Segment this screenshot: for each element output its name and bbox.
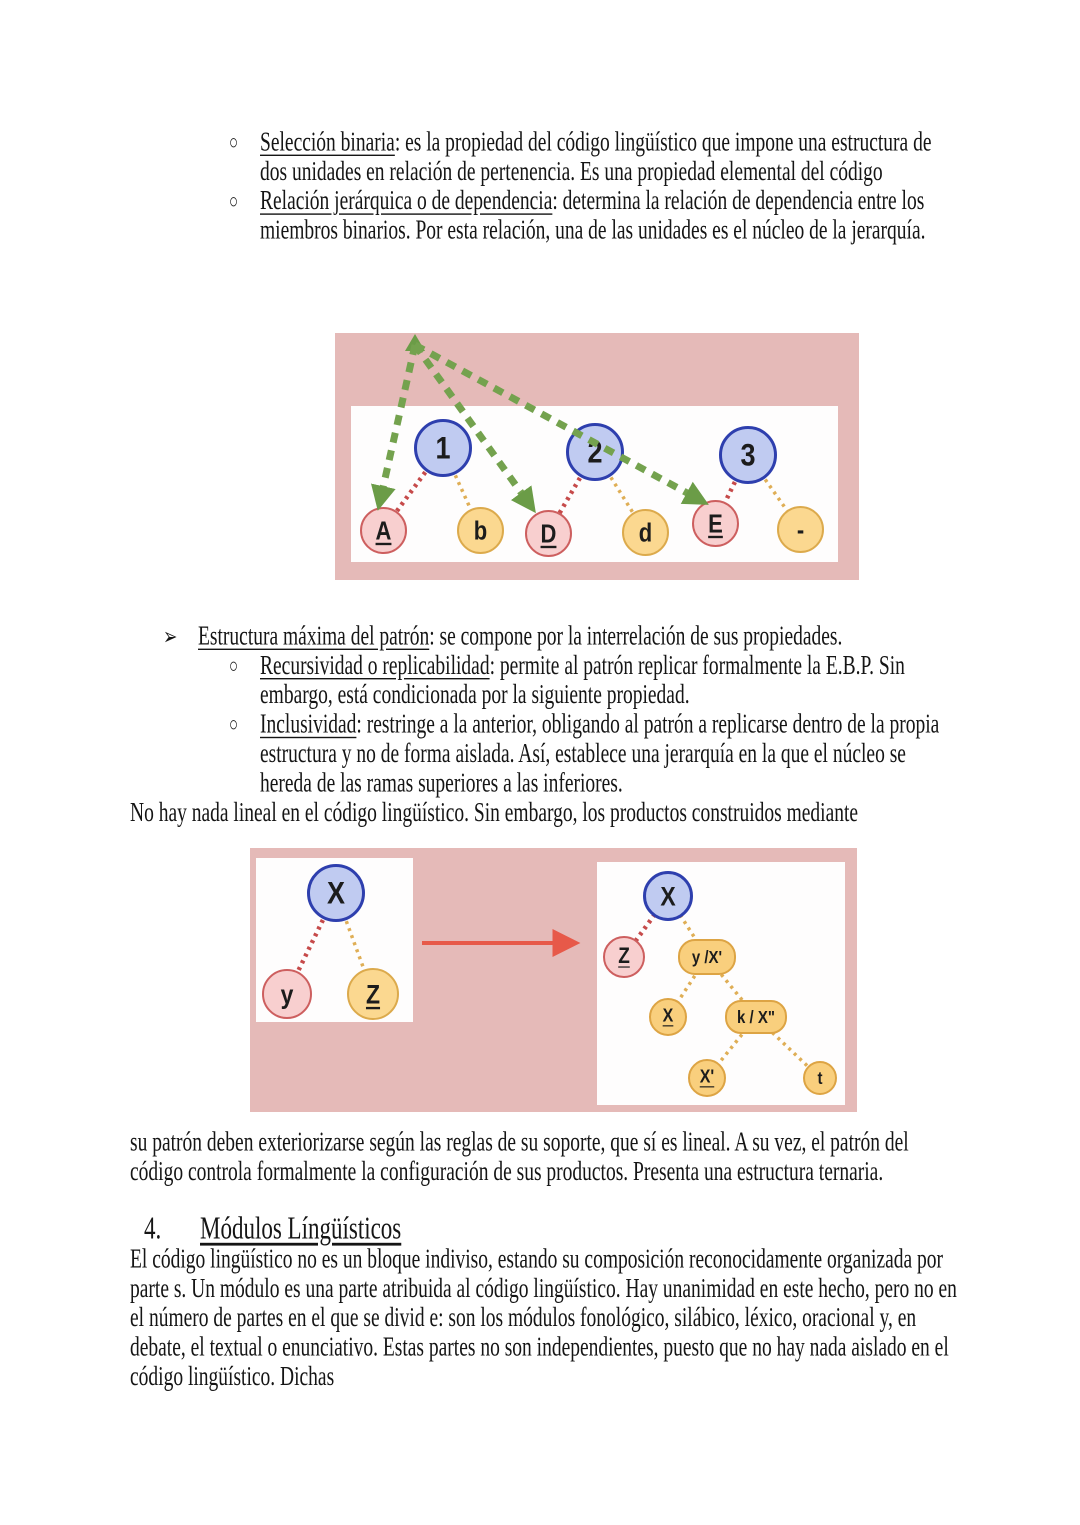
right-tree-node-X1: X' bbox=[688, 1059, 726, 1097]
tree-node-3: 3 bbox=[719, 426, 777, 484]
support-paragraph-section: su patrón deben exteriorizarse según las… bbox=[130, 1128, 960, 1187]
list-item: ○ Relación jerárquica o de dependencia: … bbox=[130, 187, 960, 246]
list-item-text: Recursividad o replicabilidad: permite a… bbox=[260, 651, 970, 710]
list-item-text: Relación jerárquica o de dependencia: de… bbox=[260, 187, 962, 246]
paragraph: El código lingüístico no es un bloque in… bbox=[130, 1245, 957, 1392]
node-label: y /X' bbox=[691, 946, 723, 968]
node-label: d bbox=[638, 517, 653, 547]
node-label: 3 bbox=[740, 436, 756, 473]
node-label: X bbox=[662, 1006, 674, 1027]
term-inclusividad: Inclusividad bbox=[260, 710, 357, 740]
heading-title: Módulos Língüísticos bbox=[200, 1210, 402, 1246]
arrow-bullet-icon: ➢ bbox=[163, 623, 178, 650]
node-label: E bbox=[708, 508, 723, 538]
heading-number: 4. bbox=[144, 1210, 162, 1246]
right-tree-node-kX2: k / X" bbox=[725, 1000, 787, 1034]
right-tree-node-yX1: y /X' bbox=[678, 939, 736, 975]
list-item-text: Selección binaria: es la propiedad del c… bbox=[260, 128, 962, 187]
node-label: X bbox=[660, 880, 676, 911]
node-label: y bbox=[280, 978, 294, 1009]
xbar-projection-diagram: X y Z X Z y /X' X k / X" X' t bbox=[250, 848, 857, 1112]
node-label: 1 bbox=[435, 429, 451, 466]
term-definition: : es la propiedad del código lingüístico… bbox=[260, 128, 932, 187]
tree-node-1: 1 bbox=[414, 419, 472, 477]
tree-node-b: b bbox=[457, 507, 504, 554]
node-label: A bbox=[375, 515, 392, 545]
term-definition: : restringe a la anterior, obligando al … bbox=[260, 710, 940, 799]
node-label: X' bbox=[699, 1067, 715, 1088]
term-definition: : permite al patrón replicar formalmente… bbox=[260, 651, 905, 711]
pattern-structure-section: ➢ Estructura máxima del patrón: se compo… bbox=[130, 622, 960, 828]
node-label: t bbox=[817, 1067, 823, 1089]
tree-node-dash: - bbox=[777, 506, 824, 553]
list-item: ○ Selección binaria: es la propiedad del… bbox=[130, 128, 960, 187]
term-definition: : determina la relación de dependencia e… bbox=[260, 186, 926, 246]
circle-bullet-icon: ○ bbox=[229, 191, 239, 214]
left-tree-node-y: y bbox=[262, 969, 312, 1019]
circle-bullet-icon: ○ bbox=[229, 655, 239, 678]
term-definition: : se compone por la interrelación de sus… bbox=[429, 622, 843, 652]
left-tree-node-Z: Z bbox=[347, 968, 399, 1020]
tree-node-A: A bbox=[360, 507, 407, 554]
tree-node-E: E bbox=[692, 500, 739, 547]
right-tree-node-Z: Z bbox=[603, 936, 645, 978]
node-label: Z bbox=[618, 944, 630, 969]
tree-node-2: 2 bbox=[566, 423, 624, 481]
list-item: ○ Recursividad o replicabilidad: permite… bbox=[130, 651, 960, 710]
node-label: b bbox=[473, 515, 488, 545]
circle-bullet-icon: ○ bbox=[229, 714, 239, 737]
right-tree-node-X-head: X bbox=[649, 998, 687, 1036]
node-label: X bbox=[326, 874, 345, 911]
apex-arrowhead-icon bbox=[405, 334, 425, 351]
modules-paragraph-section: El código lingüístico no es un bloque in… bbox=[130, 1245, 960, 1392]
left-tree-root-X: X bbox=[307, 864, 365, 922]
node-label: D bbox=[540, 518, 557, 548]
list-item-text: Inclusividad: restringe a la anterior, o… bbox=[260, 710, 960, 798]
closing-line: No hay nada lineal en el código lingüíst… bbox=[130, 798, 859, 828]
node-label: 2 bbox=[587, 433, 603, 470]
node-label: Z bbox=[365, 978, 381, 1009]
binary-hierarchy-diagram: 1 2 3 A b D d E - bbox=[335, 333, 859, 580]
right-tree-root-X: X bbox=[643, 871, 693, 921]
term-recursividad: Recursividad o replicabilidad bbox=[260, 651, 490, 681]
binary-properties-section: ○ Selección binaria: es la propiedad del… bbox=[130, 128, 960, 246]
list-item: ○ Inclusividad: restringe a la anterior,… bbox=[130, 710, 960, 798]
node-label: k / X" bbox=[737, 1006, 775, 1028]
node-label: - bbox=[796, 514, 805, 544]
section-heading: 4. Módulos Língüísticos bbox=[130, 1210, 960, 1246]
tree-node-d: d bbox=[622, 509, 669, 556]
circle-bullet-icon: ○ bbox=[229, 132, 239, 155]
term-estructura-maxima: Estructura máxima del patrón bbox=[198, 622, 430, 652]
list-item: ➢ Estructura máxima del patrón: se compo… bbox=[130, 622, 960, 651]
tree-node-D: D bbox=[525, 510, 572, 557]
right-tree-node-t: t bbox=[803, 1061, 837, 1095]
list-item-text: Estructura máxima del patrón: se compone… bbox=[198, 622, 960, 651]
term-relacion-jerarquica: Relación jerárquica o de dependencia bbox=[260, 186, 553, 217]
paragraph: su patrón deben exteriorizarse según las… bbox=[130, 1128, 909, 1187]
term-seleccion-binaria: Selección binaria bbox=[260, 128, 395, 158]
